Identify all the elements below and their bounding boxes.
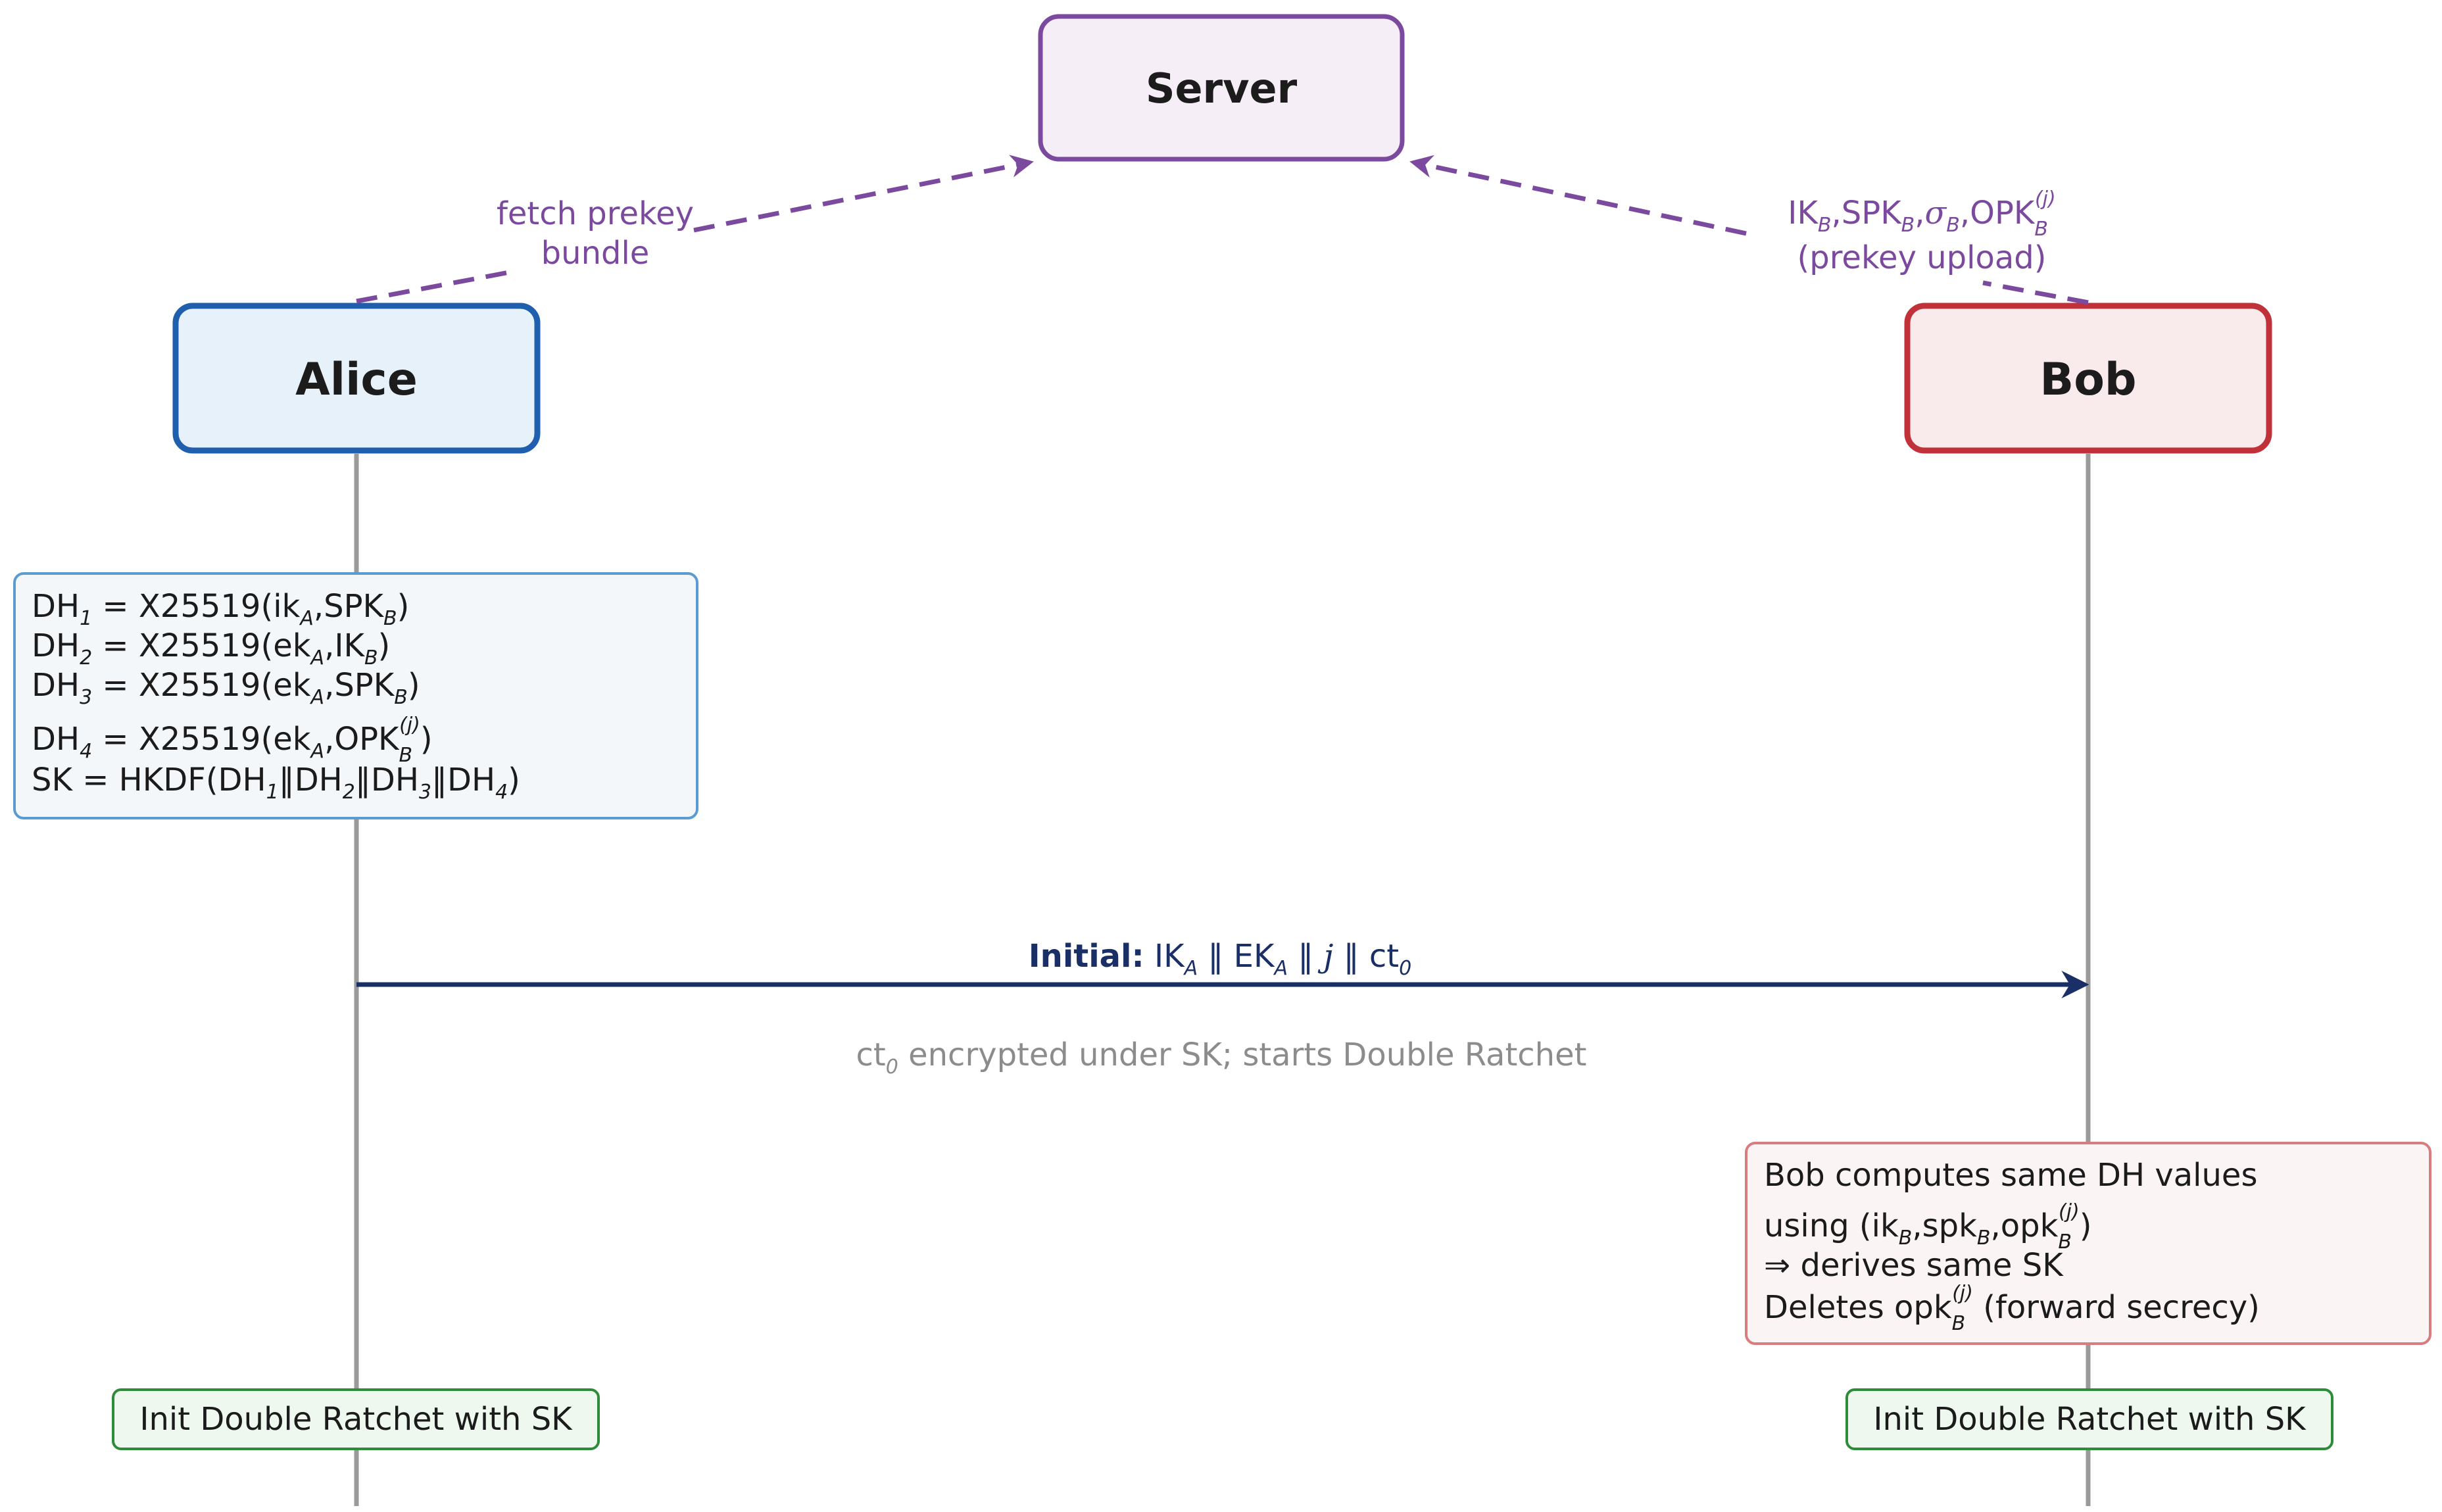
fetch-label: fetch prekey — [497, 195, 694, 232]
bob-node[interactable]: Bob — [1904, 303, 2272, 454]
sk-line: SK = HKDF(DH1‖DH2‖DH3‖DH4) — [32, 762, 520, 804]
server-node[interactable]: Server — [1038, 14, 1405, 162]
alice-init-box: Init Double Ratchet with SK — [112, 1388, 600, 1450]
fetch-label-2: bundle — [541, 235, 650, 272]
alice-init-label: Init Double Ratchet with SK — [139, 1401, 573, 1438]
bob-label: Bob — [2039, 354, 2136, 406]
bob-line-4: Deletes opkB(j) (forward secrecy) — [1764, 1282, 2260, 1335]
bob-computation-box: Bob computes same DH values using (ikB,s… — [1745, 1142, 2431, 1345]
alice-computation-box: DH1 = X25519(ikA,SPKB) DH2 = X25519(ekA,… — [13, 572, 698, 819]
alice-node[interactable]: Alice — [172, 303, 541, 454]
bob-line-3: ⇒ derives same SK — [1764, 1247, 2064, 1284]
alice-label: Alice — [295, 354, 418, 406]
upload-keys-label: IKB,SPKB,σB,OPKB(j) — [1788, 187, 2055, 241]
bob-init-label: Init Double Ratchet with SK — [1873, 1401, 2307, 1438]
initial-message-label: Initial: IKA ‖ EKA ‖ j ‖ ct0 — [1029, 938, 1411, 980]
dh3-line: DH3 = X25519(ekA,SPKB) — [32, 667, 420, 709]
bob-line-2: using (ikB,spkB,opkB(j)) — [1764, 1200, 2091, 1254]
bob-line-1: Bob computes same DH values — [1764, 1157, 2257, 1194]
server-label: Server — [1146, 64, 1298, 112]
bob-init-box: Init Double Ratchet with SK — [1845, 1388, 2333, 1450]
ct0-note: ct0 encrypted under SK; starts Double Ra… — [856, 1036, 1587, 1079]
fetch-arrow — [356, 155, 1034, 304]
dh4-line: DH4 = X25519(ekA,OPKB(j)) — [32, 714, 433, 767]
upload-label: (prekey upload) — [1797, 239, 2047, 276]
dh1-line: DH1 = X25519(ikA,SPKB) — [32, 588, 409, 630]
upload-arrow — [1409, 155, 2089, 305]
dh2-line: DH2 = X25519(ekA,IKB) — [32, 627, 390, 670]
